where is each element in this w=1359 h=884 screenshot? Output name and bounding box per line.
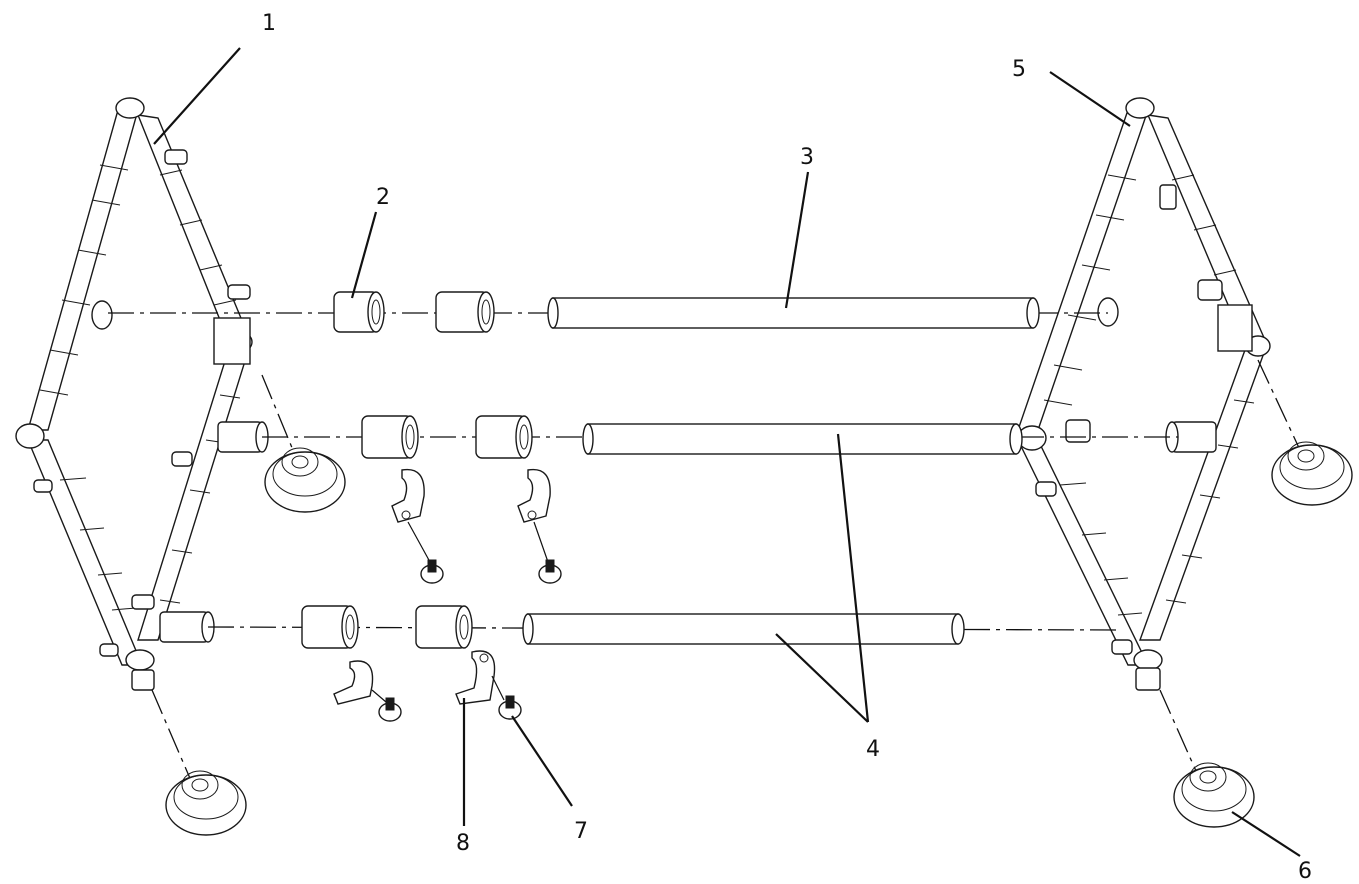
screw: [378, 697, 402, 722]
callout-8: 8: [456, 831, 470, 856]
pipe-clamp: [455, 650, 496, 705]
callout-labels: 1 2 3 4 5 6 7 8: [262, 11, 1312, 884]
foot-pad: [165, 770, 247, 836]
pipe-clamp: [333, 660, 374, 705]
callout-6: 6: [1298, 859, 1312, 884]
foot-pad: [1271, 441, 1353, 506]
tubes: [522, 297, 1040, 645]
sleeves: [301, 291, 533, 649]
leader-lines: [153, 47, 1301, 857]
callout-3: 3: [800, 145, 814, 170]
pipe-clamp: [391, 468, 425, 523]
clamps-and-screws: [333, 468, 562, 722]
callout-2: 2: [376, 185, 390, 210]
pipe-clamp: [517, 468, 551, 523]
assembly-axes: [108, 312, 1301, 791]
left-frame: [15, 97, 269, 691]
sleeve: [301, 605, 359, 649]
callout-7: 7: [574, 819, 588, 844]
callout-4: 4: [866, 737, 880, 762]
right-frame: [1016, 97, 1271, 691]
sleeve: [415, 605, 473, 649]
sleeve: [361, 415, 419, 459]
screw: [420, 559, 444, 584]
screw: [498, 695, 522, 720]
foot-pad: [264, 447, 346, 513]
screw: [538, 559, 562, 584]
sleeve: [475, 415, 533, 459]
callout-1: 1: [262, 11, 276, 36]
sleeve: [435, 291, 495, 333]
callout-5: 5: [1012, 57, 1026, 82]
sleeve: [333, 291, 385, 333]
